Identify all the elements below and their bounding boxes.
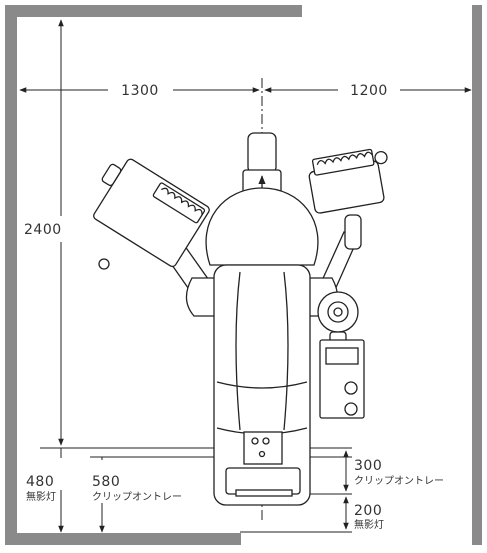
dental-unit xyxy=(93,132,388,506)
left-tray-handle xyxy=(101,163,122,187)
chair-seat-line-1 xyxy=(216,381,308,389)
foot-control xyxy=(243,431,283,465)
water-unit-panel xyxy=(325,347,359,365)
rear-light-value: 480 xyxy=(26,474,54,490)
rear-tray-value: 580 xyxy=(92,474,120,490)
wall-right xyxy=(472,5,482,545)
right-arm-joint xyxy=(344,214,362,250)
chair-right-contour xyxy=(283,271,289,431)
water-unit-cup-1 xyxy=(344,381,358,395)
wall-bottom-left xyxy=(5,533,241,545)
left-width-label: 1300 xyxy=(121,83,159,99)
chair-left-contour xyxy=(235,271,241,431)
headrest-top xyxy=(247,132,277,174)
left-tray-body xyxy=(93,158,210,268)
rear-tray-label: クリップオントレー xyxy=(92,491,182,503)
chair-base-foot xyxy=(235,489,293,497)
left-tray-instrument-bar xyxy=(152,182,206,224)
left-tray xyxy=(93,158,210,268)
right-tray-instruments xyxy=(316,151,373,166)
light-offset-value: 200 xyxy=(354,503,382,519)
light-offset-label: 無影灯 xyxy=(354,518,384,531)
right-tray-instrument-bar xyxy=(311,148,375,176)
backrest xyxy=(205,187,319,266)
water-unit-cup-2 xyxy=(344,402,358,416)
foot-control-knob-1 xyxy=(251,437,259,445)
right-tray xyxy=(308,148,388,214)
left-tray-knob xyxy=(98,258,110,270)
wall-left xyxy=(5,5,17,545)
cuspidor-inner xyxy=(333,307,343,317)
rear-light-label: 無影灯 xyxy=(26,490,56,503)
tray-offset-label: クリップオントレー xyxy=(354,475,444,487)
left-tray-instruments xyxy=(161,187,203,215)
wall-top-left xyxy=(5,5,302,17)
depth-label: 2400 xyxy=(24,222,62,238)
right-tray-handle xyxy=(374,150,388,165)
foot-control-knob-2 xyxy=(262,437,270,445)
foot-control-knob-3 xyxy=(258,450,266,458)
room-walls xyxy=(5,5,482,545)
chair-body xyxy=(213,264,311,506)
right-width-label: 1200 xyxy=(350,83,388,99)
tray-offset-value: 300 xyxy=(354,458,382,474)
